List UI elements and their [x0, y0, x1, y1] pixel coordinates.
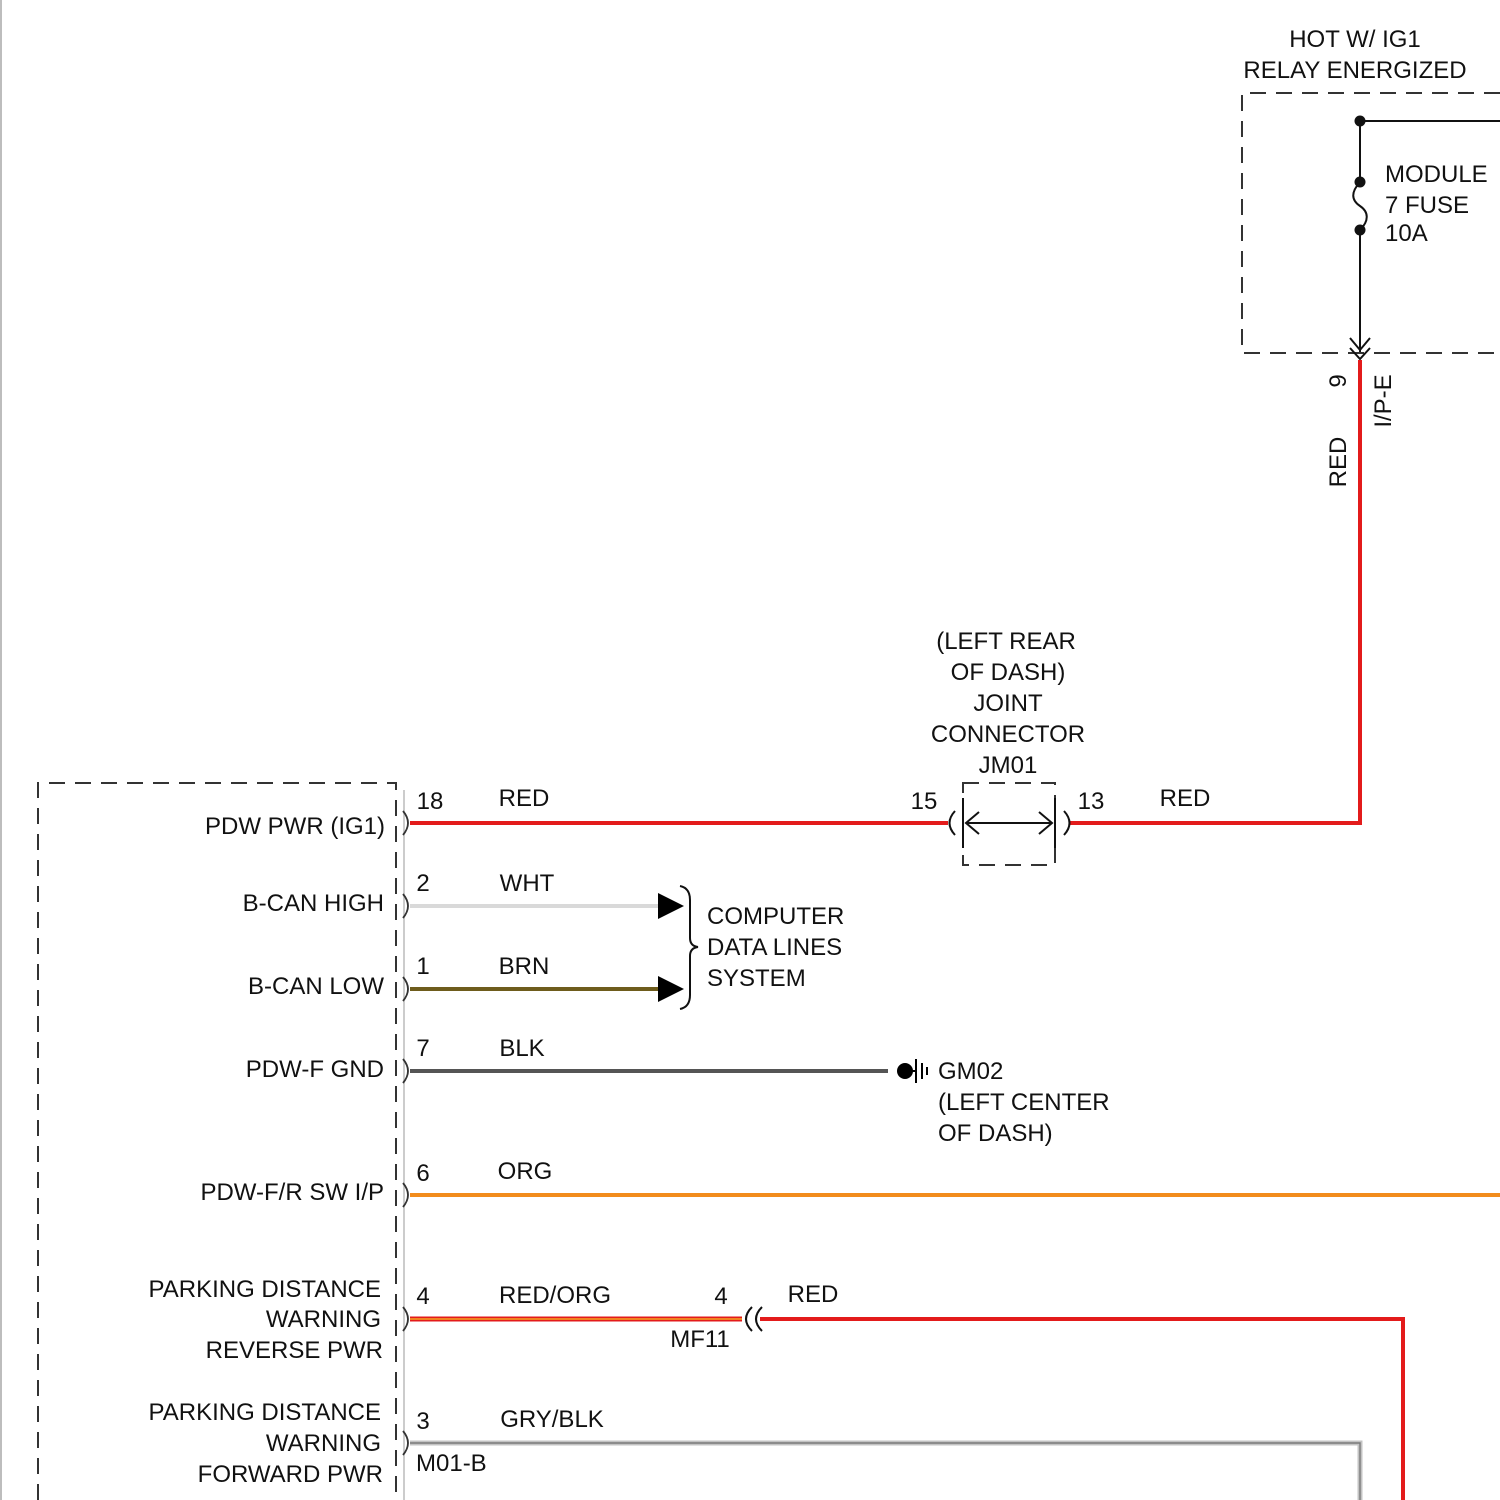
pin-number: 7 — [416, 1035, 429, 1062]
wire-color-label: RED — [788, 1281, 839, 1308]
wire-red-feed — [1070, 360, 1360, 823]
pin-number: 4 — [416, 1283, 429, 1310]
joint-connector-label-line2: OF DASH) — [951, 659, 1066, 686]
pin-label-pdw-fr-sw: PDW-F/R SW I/P — [200, 1179, 384, 1206]
data-lines-label-line3: SYSTEM — [707, 965, 806, 992]
pin-label-reverse-pwr-line1: PARKING DISTANCE — [149, 1276, 381, 1303]
joint-connector-pin-in: 15 — [911, 788, 938, 815]
pin-label-forward-pwr-line1: PARKING DISTANCE — [149, 1399, 381, 1426]
wire-reverse-pwr-out — [760, 1319, 1403, 1500]
joint-connector-label-line3: JOINT — [973, 690, 1043, 717]
inline-connector-name: MF11 — [670, 1326, 730, 1353]
pin-number: 3 — [416, 1408, 429, 1435]
ground-location-line1: (LEFT CENTER — [938, 1089, 1110, 1116]
fuse-element-icon — [1353, 182, 1367, 230]
pin-number: 1 — [416, 953, 429, 980]
fuse-label-line3: 10A — [1385, 220, 1428, 247]
brace-icon — [680, 886, 698, 1009]
wire-forward-pwr — [410, 1443, 1360, 1500]
pin-label-forward-pwr-line2: WARNING — [266, 1430, 381, 1457]
fuse-terminal-dot — [1355, 177, 1366, 188]
joint-connector-pin-out: 13 — [1078, 788, 1105, 815]
pin-label-forward-pwr-line3: FORWARD PWR — [198, 1461, 383, 1488]
wire-color-label: ORG — [498, 1158, 553, 1185]
fuse-label-line1: MODULE — [1385, 161, 1488, 188]
wire-forward-pwr-stripe — [410, 1443, 1360, 1500]
pin-label-bcan-high: B-CAN HIGH — [243, 890, 384, 917]
ground-id: GM02 — [938, 1058, 1003, 1085]
wire-color-label: BRN — [499, 953, 550, 980]
inline-connector-terminal-icon — [746, 1307, 752, 1331]
wire-color-label: WHT — [500, 870, 555, 897]
relay-box — [1242, 93, 1500, 353]
splice-dot — [1355, 116, 1366, 127]
arrow-right-icon — [658, 976, 684, 1002]
ground-icon — [897, 1059, 927, 1083]
pin-label-reverse-pwr-line3: REVERSE PWR — [206, 1337, 383, 1364]
pin-label-reverse-pwr-line2: WARNING — [266, 1306, 381, 1333]
inline-connector-pin: 4 — [714, 1283, 727, 1310]
wire-color-label: GRY/BLK — [500, 1406, 604, 1433]
pin-label-pdw-pwr: PDW PWR (IG1) — [205, 813, 385, 840]
data-lines-label-line1: COMPUTER — [707, 903, 844, 930]
wire-color-label: RED — [1160, 785, 1211, 812]
relay-title-line1: HOT W/ IG1 — [1289, 26, 1421, 53]
joint-connector-id: JM01 — [979, 752, 1038, 779]
ip-connector-wire-color: RED — [1325, 437, 1352, 488]
pin-number: 18 — [417, 788, 444, 815]
joint-connector-label-line4: CONNECTOR — [931, 721, 1085, 748]
wire-color-label: RED — [499, 785, 550, 812]
module-connector-id: M01-B — [416, 1450, 487, 1477]
ip-connector-pin: 9 — [1325, 374, 1352, 387]
joint-connector-terminal-icon — [1064, 811, 1070, 835]
pin-number: 6 — [416, 1160, 429, 1187]
pin-label-pdw-f-gnd: PDW-F GND — [246, 1056, 384, 1083]
ip-connector-name: I/P-E — [1370, 374, 1397, 427]
pin-number: 2 — [416, 870, 429, 897]
joint-connector-terminal-icon — [950, 811, 956, 835]
arrow-right-icon — [658, 893, 684, 919]
ground-location-line2: OF DASH) — [938, 1120, 1053, 1147]
relay-title-line2: RELAY ENERGIZED — [1243, 57, 1466, 84]
wire-color-label: RED/ORG — [499, 1282, 611, 1309]
data-lines-label-line2: DATA LINES — [707, 934, 842, 961]
pin-label-bcan-low: B-CAN LOW — [248, 973, 384, 1000]
joint-connector-label-line1: (LEFT REAR — [936, 628, 1076, 655]
fuse-label-line2: 7 FUSE — [1385, 192, 1469, 219]
wire-color-label: BLK — [499, 1035, 544, 1062]
fuse-terminal-dot — [1355, 225, 1366, 236]
